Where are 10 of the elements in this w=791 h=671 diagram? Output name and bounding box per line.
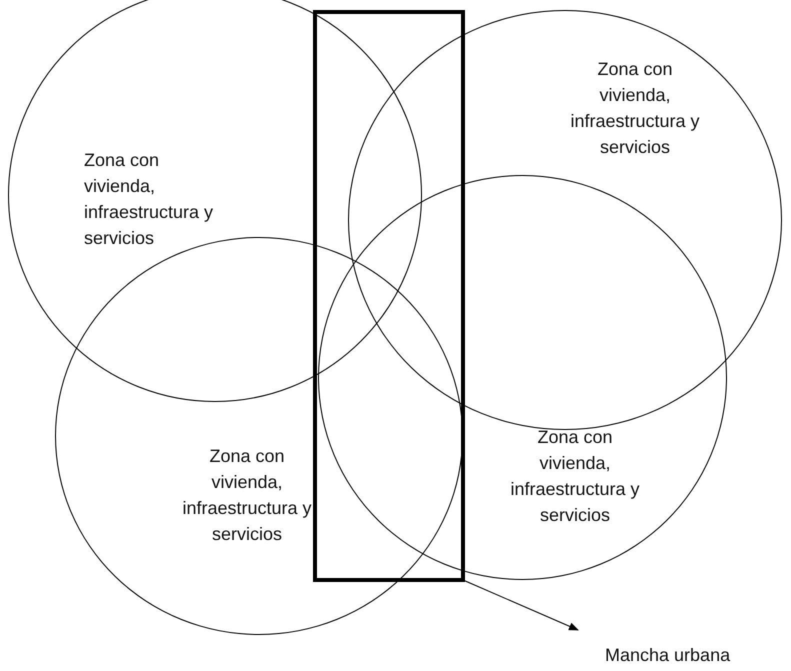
zone-circle [8, 0, 422, 402]
callout-text: Mancha urbana [605, 644, 732, 667]
arrow [462, 580, 579, 630]
zone-circle [348, 10, 782, 430]
zone-label: Zona con vivienda, infraestructura y servicios [569, 58, 701, 159]
zone-label: Zona con vivienda, infraestructura y servicios [84, 149, 214, 250]
urban-area-rectangle [313, 10, 465, 582]
zone-label: Zona con vivienda, infraestructura y servicios [181, 445, 313, 546]
zone-label: Zona con vivienda, infraestructura y servicios [509, 426, 641, 527]
zone-circle [318, 175, 727, 580]
